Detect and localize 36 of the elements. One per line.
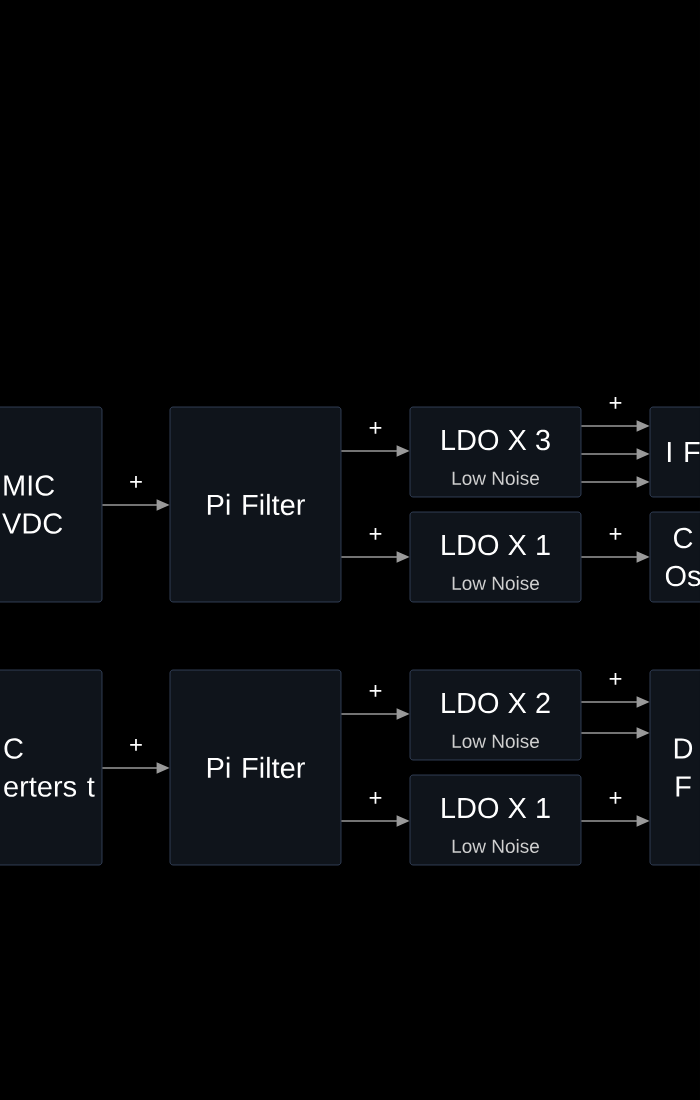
block-box <box>649 406 700 498</box>
block-box <box>169 406 342 603</box>
node-label: Low Noise <box>452 471 539 485</box>
node-label: LDO X 1 <box>442 797 550 819</box>
block-box <box>409 406 582 498</box>
edge-label: + <box>369 685 382 697</box>
node-label: LDO X 3 <box>442 429 550 451</box>
node-label: C erters t <box>4 738 95 797</box>
edge-label: + <box>369 792 382 804</box>
node-label: Low Noise <box>452 839 539 853</box>
node-label: Pi Filter <box>207 493 305 516</box>
block-box <box>409 669 582 761</box>
edge-label: + <box>369 422 382 434</box>
block-box <box>169 669 342 866</box>
node-label: C Os <box>665 527 700 587</box>
node-label: Low Noise <box>452 576 539 590</box>
block-box <box>649 669 700 866</box>
edge-label: + <box>609 792 622 804</box>
edge-label: + <box>369 528 382 540</box>
node-label: Pi Filter <box>207 756 305 779</box>
node-label: D F <box>674 738 693 797</box>
node-label: MIC VDC <box>2 475 63 534</box>
edge-label: + <box>609 673 622 685</box>
block-box <box>0 669 103 866</box>
edge-label: + <box>609 528 622 540</box>
node-label: I F <box>667 442 700 462</box>
node-label: Low Noise <box>452 734 539 748</box>
edge-label: + <box>609 397 622 409</box>
block-box <box>649 511 700 603</box>
edge-label: + <box>130 476 142 488</box>
block-box <box>409 511 582 603</box>
node-label: LDO X 2 <box>442 692 550 714</box>
block-box <box>0 406 103 603</box>
block-box <box>409 774 582 866</box>
edge-label: + <box>130 739 142 751</box>
node-label: LDO X 1 <box>442 534 550 556</box>
